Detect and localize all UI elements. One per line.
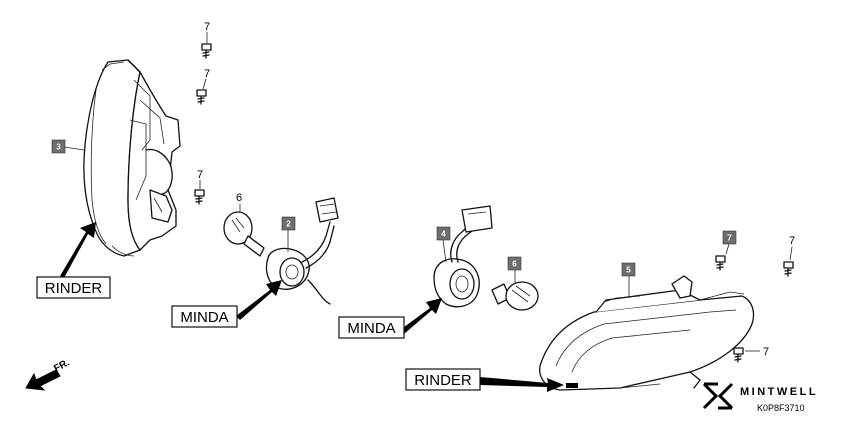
socket-icon [433, 205, 493, 308]
badge-5-text: 5 [626, 266, 631, 275]
watermark-code: K0P8F3710 [757, 403, 805, 413]
pointer-arrow-rinder-left [60, 222, 96, 278]
screw-icon [733, 347, 744, 363]
leader-4 [442, 239, 447, 263]
label-minda-right-text: MINDA [347, 320, 395, 337]
callout-7-d: 7 [789, 235, 795, 247]
screw-icon [783, 261, 794, 277]
badge-3 [51, 139, 66, 154]
label-rinder-left [36, 276, 111, 299]
screw-icon [201, 43, 212, 59]
badge-5 [621, 262, 636, 277]
bulb-icon [223, 211, 265, 257]
leader-7-badge [725, 243, 730, 255]
badge-3-text: 3 [56, 143, 61, 152]
label-minda-left [171, 305, 238, 328]
callout-7-b: 7 [204, 68, 210, 80]
badge-7 [722, 230, 737, 245]
screw-icon [196, 89, 207, 105]
label-minda-right [338, 316, 405, 339]
leader-3 [63, 146, 85, 151]
bulb-icon [491, 281, 539, 311]
badge-2-text: 2 [286, 220, 291, 229]
badge-2 [281, 216, 296, 231]
watermark-brand: MINTWELL [740, 386, 818, 398]
leader-7-b [202, 78, 207, 90]
callout-7-c: 7 [197, 169, 203, 181]
label-rinder-left-text: RINDER [45, 280, 103, 297]
leader-7-d [789, 246, 793, 261]
mintwell-logo-icon [702, 382, 734, 410]
badge-4-text: 4 [441, 230, 446, 239]
badge-6-text: 6 [512, 260, 517, 269]
screw-icon [715, 255, 726, 271]
callout-6: 6 [236, 192, 242, 204]
direction-text: FR. [52, 357, 72, 374]
badge-6 [507, 256, 522, 271]
left-headlight-assembly-icon [83, 59, 181, 257]
badge-4 [436, 226, 451, 241]
callout-7-a: 7 [204, 21, 210, 33]
headlight-icon [539, 275, 755, 391]
pointer-arrow-minda-right [400, 298, 442, 334]
label-rinder-right-text: RINDER [414, 372, 472, 389]
label-minda-left-text: MINDA [180, 309, 228, 326]
pointer-arrow-minda-left [236, 280, 282, 320]
pointer-arrow-rinder-right [480, 377, 564, 392]
screw-icon [194, 189, 205, 205]
badge-7-text: 7 [727, 234, 732, 243]
direction-arrow-icon [25, 369, 61, 391]
socket-icon [265, 197, 339, 305]
callout-7-e: 7 [763, 346, 769, 358]
